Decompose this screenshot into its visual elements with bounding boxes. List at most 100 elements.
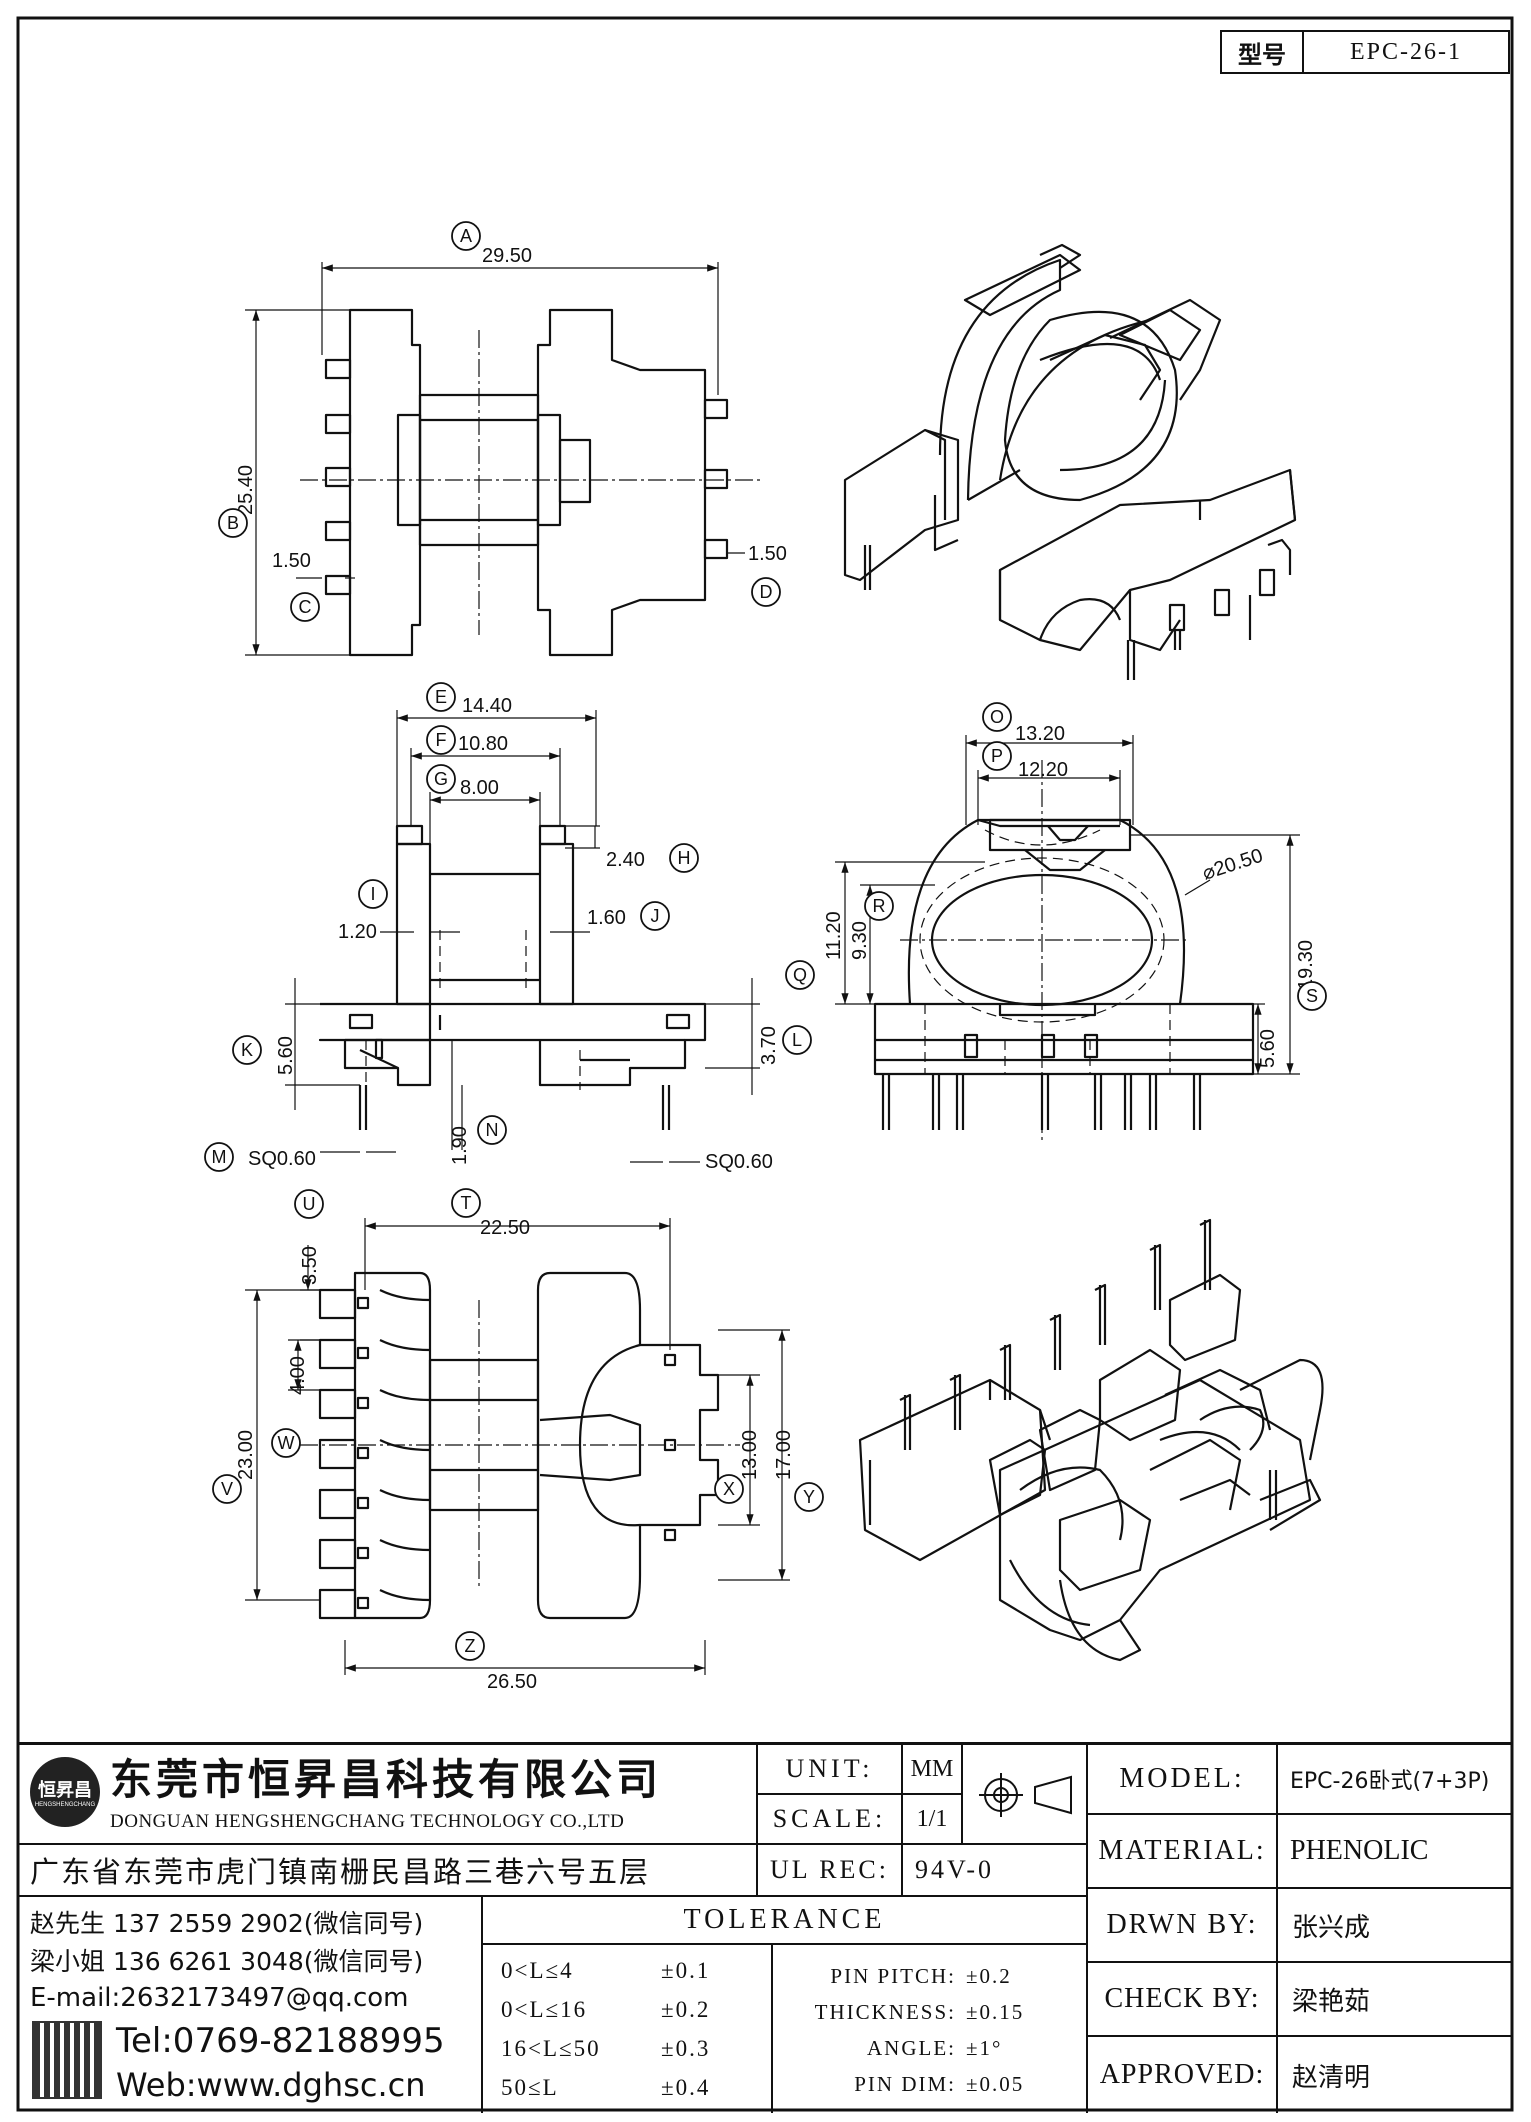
drawn-by-value: 张兴成	[1278, 1889, 1512, 1963]
spec-row: PIN PITCH: ±0.2	[781, 1959, 1086, 1993]
unit-label: UNIT:	[758, 1745, 903, 1795]
callout-circle-w	[271, 1428, 301, 1458]
dim-B-text: 25.40	[235, 465, 257, 515]
dim-C-text: 1.50	[272, 550, 311, 572]
callout-letter-h: H	[678, 848, 691, 868]
callout-circle-f	[426, 725, 456, 755]
part-number-box: 型号 EPC-26-1	[1220, 30, 1510, 74]
callout-circle-c	[290, 592, 320, 622]
callout-letter-o: O	[990, 707, 1004, 727]
callout-circle-p	[982, 741, 1012, 771]
callout-letter-v: V	[221, 1479, 233, 1499]
tolerance-range: 0<L≤16	[501, 1997, 588, 2022]
callout-letter-w: W	[278, 1433, 295, 1453]
callout-circle-o	[982, 702, 1012, 732]
callout-circle-r	[864, 891, 894, 921]
ul-rec-label: UL REC:	[758, 1845, 903, 1897]
logo-subtext: HENGSHENGCHANG	[34, 1802, 96, 1808]
callout-circle-d	[751, 577, 781, 607]
scale-label: SCALE:	[758, 1795, 903, 1845]
part-number-value: EPC-26-1	[1350, 38, 1462, 65]
callout-circle-n	[477, 1115, 507, 1145]
unit-value: MM	[903, 1745, 963, 1795]
dim-G-text: 8.00	[460, 777, 499, 799]
spec-label: PIN PITCH:	[830, 1963, 956, 1988]
ul-rec-value: 94V-0	[903, 1845, 1088, 1897]
material-label: MATERIAL:	[1088, 1815, 1278, 1889]
callout-circle-h	[669, 843, 699, 873]
dim-O-text: 13.20	[1015, 723, 1065, 745]
callout-letter-b: B	[227, 513, 239, 533]
dim-S-text: 19.30	[1295, 940, 1317, 990]
dim-N-right-text: SQ0.60	[705, 1151, 773, 1173]
tolerance-title: TOLERANCE	[483, 1897, 1088, 1945]
tolerance-value: ±0.4	[661, 2075, 711, 2100]
callout-circle-t	[451, 1188, 481, 1218]
callout-letter-d: D	[760, 582, 773, 602]
approved-label: APPROVED:	[1088, 2037, 1278, 2113]
callout-letter-e: E	[435, 687, 447, 707]
spec-label: THICKNESS:	[814, 1999, 956, 2024]
model-value: EPC-26卧式(7+3P)	[1278, 1745, 1512, 1815]
callout-letter-n: N	[486, 1120, 499, 1140]
dim-A-text: 29.50	[482, 245, 532, 267]
callout-circle-z	[455, 1631, 485, 1661]
dim-U-text: 3.50	[299, 1246, 321, 1285]
dim-X-text: 13.00	[739, 1430, 761, 1480]
top-view	[324, 308, 729, 657]
logo-text: 恒昇昌	[38, 1780, 92, 1801]
callout-letter-j: J	[651, 906, 660, 926]
company-header: 恒昇昌 HENGSHENGCHANG 东莞市恒昇昌科技有限公司 DONGUAN …	[18, 1745, 758, 1845]
dim-V-text: 23.00	[235, 1430, 257, 1480]
tolerance-row: 0<L≤4±0.1	[501, 1953, 771, 1989]
spec-value: ±0.2	[966, 1963, 1012, 1988]
callout-letter-u: U	[303, 1194, 316, 1214]
projection-symbol-icon	[963, 1745, 1088, 1845]
front-view	[873, 818, 1255, 1130]
callout-letter-a: A	[460, 226, 472, 246]
contact-web: Web:www.dghsc.cn	[116, 2066, 426, 2104]
approved-value: 赵清明	[1292, 2062, 1371, 2093]
dim-Y-text: 17.00	[773, 1430, 795, 1480]
callout-letter-z: Z	[465, 1636, 476, 1656]
spec-value: ±0.15	[966, 1999, 1025, 2024]
spec-row: PIN DIM:±0.05	[781, 2067, 1086, 2101]
callout-circle-g	[426, 764, 456, 794]
part-number-label: 型号	[1222, 32, 1304, 72]
dim-N-text: 1.90	[449, 1126, 471, 1165]
material-value: PHENOLIC	[1278, 1815, 1512, 1889]
callout-letter-y: Y	[803, 1487, 815, 1507]
contact-tel: Tel:0769-82188995	[116, 2021, 445, 2061]
callout-letter-x: X	[723, 1479, 735, 1499]
drawing-frame	[16, 16, 1514, 2112]
scale-value: 1/1	[903, 1795, 963, 1845]
callout-letter-r: R	[873, 896, 886, 916]
side-view	[318, 824, 707, 1130]
iso-view-2	[858, 1218, 1324, 1662]
model-label: MODEL:	[1088, 1745, 1278, 1815]
callout-letter-s: S	[1306, 986, 1318, 1006]
drawn-by-label: DRWN BY:	[1088, 1889, 1278, 1963]
callout-letter-i: I	[370, 884, 375, 904]
contact-email: E-mail:2632173497@qq.com	[30, 1983, 409, 2013]
callout-circle-q	[785, 960, 815, 990]
callout-circle-e	[426, 682, 456, 712]
iso-view-1	[843, 243, 1297, 680]
dim-E-text: 14.40	[462, 695, 512, 717]
callout-circle-l	[782, 1025, 812, 1055]
company-address: 广东省东莞市虎门镇南栅民昌路三巷六号五层	[18, 1845, 758, 1897]
spec-value: ±0.05	[966, 2071, 1025, 2096]
dim-Q2-text: 9.30	[849, 921, 871, 960]
tolerance-value: ±0.2	[661, 1997, 711, 2022]
check-by-value: 梁艳茹	[1278, 1963, 1512, 2037]
spec-label: ANGLE:	[867, 2035, 956, 2060]
callout-circle-u	[294, 1189, 324, 1219]
tolerance-range: 0<L≤4	[501, 1958, 574, 1983]
dim-H-text: 2.40	[606, 849, 645, 871]
dim-S2-text: 5.60	[1257, 1029, 1279, 1068]
dim-Z-text: 26.50	[487, 1671, 537, 1693]
dim-F-text: 10.80	[458, 733, 508, 755]
